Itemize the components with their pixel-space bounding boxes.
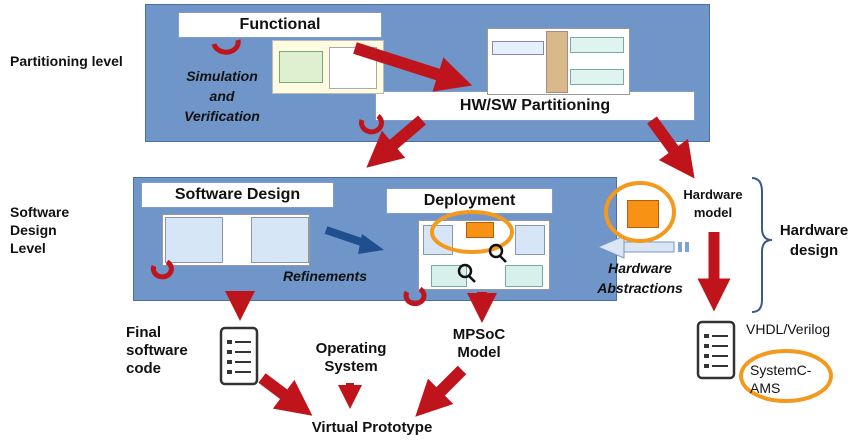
deployment-highlight-ellipse <box>430 210 514 254</box>
hwsw-diagram-thumbnail <box>487 28 630 95</box>
mpsoc-model-label: MPSoC Model <box>452 326 506 361</box>
hardware-model-block <box>627 200 659 228</box>
hwsw-partitioning-box: HW/SW Partitioning <box>375 91 695 121</box>
software-design-thumbnail <box>162 214 310 266</box>
hardware-abstractions-label: Hardware Abstractions <box>597 260 683 296</box>
arrow-code-to-prototype <box>258 373 313 416</box>
cycle-arrow-functional <box>211 39 241 55</box>
simulation-verification-label: Simulation and Verification <box>184 68 260 124</box>
hardware-design-bracket <box>751 177 773 313</box>
hardware-model-label: Hardware model <box>683 187 743 220</box>
red-arrows <box>225 42 731 417</box>
arrow-mpsoc-to-prototype <box>415 365 467 417</box>
arrow-hwsw-to-software <box>366 115 426 168</box>
refinement-arrow <box>324 226 384 254</box>
software-design-level-label: Software Design Level <box>10 204 70 256</box>
vhdl-verilog-label: VHDL/Verilog <box>746 321 831 337</box>
cycle-arrow-software <box>150 259 174 280</box>
cycle-arrows <box>150 39 427 307</box>
cycle-arrow-deployment <box>403 286 427 307</box>
hardware-model-ellipse <box>604 181 676 243</box>
hardware-design-label: Hardware design <box>779 222 849 259</box>
systemc-ams-label: SystemC-AMS <box>750 362 812 396</box>
hardware-abstraction-arrow <box>596 235 689 259</box>
systemc-ams-ellipse <box>739 349 833 403</box>
cycle-arrow-hwsw <box>359 114 384 135</box>
final-software-code-label: Final software code <box>126 324 188 377</box>
arrow-functional-to-hwsw <box>353 42 473 92</box>
magnifier-icon <box>457 243 507 283</box>
virtual-prototype-label: Virtual Prototype <box>311 419 433 436</box>
arrow-hwsw-to-hardware <box>647 116 695 179</box>
partitioning-level-label: Partitioning level <box>10 53 123 69</box>
operating-system-label: Operating System <box>315 340 387 375</box>
refinements-label: Refinements <box>282 268 368 284</box>
functional-box: Functional <box>178 12 382 38</box>
software-design-box: Software Design <box>141 182 334 208</box>
deployment-hardware-block <box>466 222 494 238</box>
